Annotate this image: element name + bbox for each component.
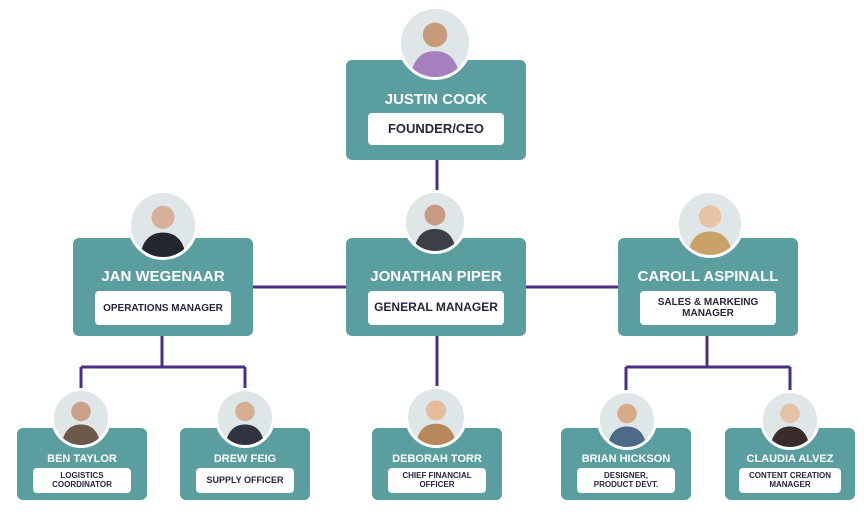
node-name: CLAUDIA ALVEZ: [746, 453, 834, 465]
node-role: GENERAL MANAGER: [368, 291, 504, 325]
connector-sales-team: [624, 336, 792, 395]
node-card-gm: JONATHAN PIPER GENERAL MANAGER: [346, 238, 526, 336]
node-card-drew: DREW FEIG SUPPLY OFFICER: [180, 428, 310, 500]
node-name: CAROLL ASPINALL: [637, 268, 779, 285]
node-role: DESIGNER, PRODUCT DEVT.: [577, 468, 675, 493]
node-name: JONATHAN PIPER: [370, 268, 502, 285]
connector-ops-team: [79, 336, 247, 395]
node-name: DREW FEIG: [213, 453, 277, 465]
node-role: FOUNDER/CEO: [368, 113, 504, 145]
node-name: BEN TAYLOR: [47, 453, 117, 465]
person-photo-icon: [215, 388, 275, 448]
node-role: CHIEF FINANCIAL OFFICER: [388, 468, 486, 493]
node-name: JAN WEGENAAR: [101, 268, 225, 285]
person-photo-icon: [676, 190, 744, 258]
node-role: SUPPLY OFFICER: [196, 468, 294, 493]
node-card-sales: CAROLL ASPINALL SALES & MARKEING MANAGER: [618, 238, 798, 336]
node-role: OPERATIONS MANAGER: [95, 291, 231, 325]
node-name: BRIAN HICKSON: [581, 453, 671, 465]
person-photo-icon: [760, 390, 820, 450]
person-photo-icon: [403, 190, 467, 254]
person-photo-icon: [51, 388, 111, 448]
node-card-ceo: JUSTIN COOK FOUNDER/CEO: [346, 60, 526, 160]
node-role: LOGISTICS COORDINATOR: [33, 468, 131, 493]
node-role: SALES & MARKEING MANAGER: [640, 291, 776, 325]
person-photo-icon: [128, 190, 198, 260]
node-name: DEBORAH TORR: [392, 453, 482, 465]
person-photo-icon: [597, 390, 657, 450]
node-name: JUSTIN COOK: [384, 91, 488, 108]
person-photo-icon: [405, 386, 467, 448]
node-role: CONTENT CREATION MANAGER: [739, 468, 841, 493]
person-photo-icon: [398, 6, 472, 80]
